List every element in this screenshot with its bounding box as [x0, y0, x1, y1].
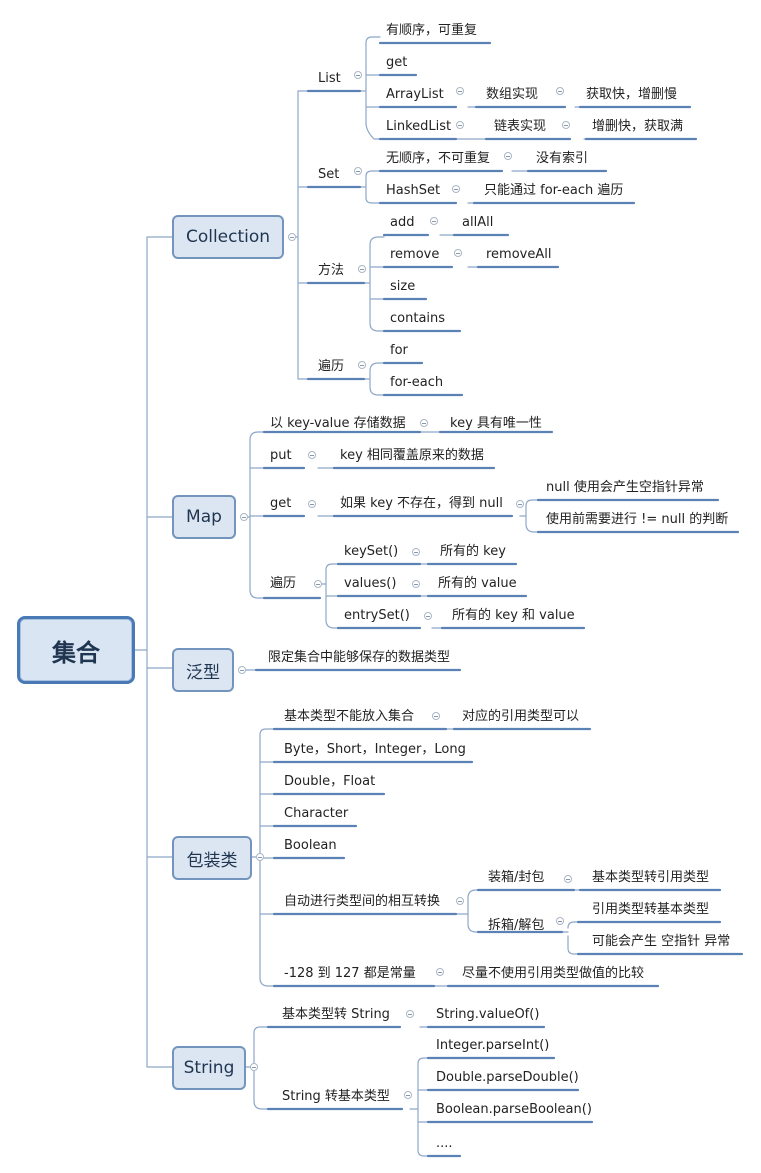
- collapse-toggle-icon[interactable]: [240, 513, 248, 521]
- node-string-valueof[interactable]: String.valueOf(): [436, 1007, 540, 1022]
- node-string-more[interactable]: ....: [436, 1136, 453, 1151]
- node-map-keyset[interactable]: keySet(): [344, 544, 399, 559]
- node-method-contains[interactable]: contains: [390, 311, 446, 326]
- collapse-toggle-icon[interactable]: [456, 897, 464, 905]
- node-set-unordered[interactable]: 无顺序，不可重复: [386, 151, 491, 166]
- collapse-toggle-icon[interactable]: [420, 419, 428, 427]
- node-traverse-foreach[interactable]: for-each: [390, 375, 444, 390]
- node-methods[interactable]: 方法: [318, 263, 345, 278]
- node-wrapper-primitive[interactable]: 基本类型不能放入集合: [284, 709, 415, 724]
- node-set-no-index[interactable]: 没有索引: [536, 151, 589, 166]
- collapse-toggle-icon[interactable]: [358, 361, 366, 369]
- collapse-toggle-icon[interactable]: [308, 451, 316, 459]
- node-arraylist-impl[interactable]: 数组实现: [486, 87, 539, 102]
- node-arraylist-perf[interactable]: 获取快，增删慢: [586, 87, 678, 102]
- topic-wrapper[interactable]: 包装类: [172, 836, 252, 880]
- node-wrapper-compare[interactable]: 尽量不使用引用类型做值的比较: [462, 966, 645, 981]
- node-hashset[interactable]: HashSet: [386, 183, 441, 198]
- node-linkedlist[interactable]: LinkedList: [386, 119, 452, 134]
- node-map-entryset-desc[interactable]: 所有的 key 和 value: [452, 608, 575, 623]
- node-wrapper-reference[interactable]: 对应的引用类型可以: [462, 709, 580, 724]
- node-wrapper-boxing[interactable]: 装箱/封包: [488, 870, 545, 885]
- node-method-removeall[interactable]: removeAll: [486, 247, 552, 262]
- collapse-toggle-icon[interactable]: [454, 249, 462, 257]
- node-map-get-check[interactable]: 使用前需要进行 != null 的判断: [546, 512, 729, 527]
- collapse-toggle-icon[interactable]: [556, 87, 564, 95]
- node-linkedlist-impl[interactable]: 链表实现: [494, 119, 547, 134]
- node-wrapper-boxing-desc[interactable]: 基本类型转引用类型: [592, 870, 710, 885]
- topic-string[interactable]: String: [172, 1046, 246, 1090]
- node-list-get[interactable]: get: [386, 55, 408, 70]
- collapse-toggle-icon[interactable]: [564, 875, 572, 883]
- collapse-toggle-icon[interactable]: [432, 712, 440, 720]
- node-wrapper-boolean[interactable]: Boolean: [284, 838, 337, 853]
- node-map-put[interactable]: put: [270, 448, 292, 463]
- node-traverse[interactable]: 遍历: [318, 359, 345, 374]
- node-wrapper-unboxing-desc[interactable]: 引用类型转基本类型: [592, 902, 710, 917]
- collapse-toggle-icon[interactable]: [412, 548, 420, 556]
- node-map-keyset-desc[interactable]: 所有的 key: [440, 544, 506, 559]
- collapse-toggle-icon[interactable]: [562, 121, 570, 129]
- collapse-toggle-icon[interactable]: [354, 167, 362, 175]
- node-generic-desc[interactable]: 限定集合中能够保存的数据类型: [268, 650, 451, 665]
- collapse-toggle-icon[interactable]: [314, 580, 322, 588]
- collapse-toggle-icon[interactable]: [354, 71, 362, 79]
- node-wrapper-npe[interactable]: 可能会产生 空指针 异常: [592, 934, 731, 949]
- node-map-traverse[interactable]: 遍历: [270, 576, 297, 591]
- node-string-from-primitive[interactable]: 基本类型转 String: [282, 1007, 390, 1022]
- topic-collection[interactable]: Collection: [172, 215, 284, 259]
- node-wrapper-floats[interactable]: Double，Float: [284, 774, 376, 789]
- collapse-toggle-icon[interactable]: [516, 500, 524, 508]
- node-traverse-for[interactable]: for: [390, 343, 408, 358]
- node-string-to-primitive[interactable]: String 转基本类型: [282, 1089, 390, 1104]
- collapse-toggle-icon[interactable]: [424, 612, 432, 620]
- collapse-toggle-icon[interactable]: [436, 968, 444, 976]
- collapse-toggle-icon[interactable]: [404, 1091, 412, 1099]
- node-method-remove[interactable]: remove: [390, 247, 440, 262]
- node-wrapper-unboxing[interactable]: 拆箱/解包: [488, 918, 545, 933]
- node-list-ordered[interactable]: 有顺序，可重复: [386, 23, 478, 38]
- node-method-add[interactable]: add: [390, 215, 415, 230]
- collapse-toggle-icon[interactable]: [412, 580, 420, 588]
- node-map-entryset[interactable]: entrySet(): [344, 608, 410, 623]
- node-string-parseboolean[interactable]: Boolean.parseBoolean(): [436, 1102, 592, 1117]
- node-string-parseint[interactable]: Integer.parseInt(): [436, 1038, 550, 1053]
- node-map-kv[interactable]: 以 key-value 存储数据: [270, 416, 406, 431]
- topic-map[interactable]: Map: [172, 495, 236, 539]
- node-map-key-unique[interactable]: key 具有唯一性: [450, 416, 542, 431]
- collapse-toggle-icon[interactable]: [504, 152, 512, 160]
- collapse-toggle-icon[interactable]: [452, 185, 460, 193]
- node-map-get-desc[interactable]: 如果 key 不存在，得到 null: [340, 496, 503, 511]
- node-map-put-desc[interactable]: key 相同覆盖原来的数据: [340, 448, 484, 463]
- node-arraylist[interactable]: ArrayList: [386, 87, 444, 102]
- node-wrapper-character[interactable]: Character: [284, 806, 349, 821]
- collapse-toggle-icon[interactable]: [456, 87, 464, 95]
- collapse-toggle-icon[interactable]: [288, 233, 296, 241]
- node-wrapper-autobox[interactable]: 自动进行类型间的相互转换: [284, 894, 441, 909]
- collapse-toggle-icon[interactable]: [250, 1063, 258, 1071]
- node-map-values[interactable]: values(): [344, 576, 397, 591]
- node-wrapper-cache[interactable]: -128 到 127 都是常量: [284, 966, 416, 981]
- collapse-toggle-icon[interactable]: [308, 500, 316, 508]
- node-method-allall[interactable]: allAll: [462, 215, 494, 230]
- collapse-toggle-icon[interactable]: [238, 666, 246, 674]
- collapse-toggle-icon[interactable]: [556, 917, 564, 925]
- topic-generic[interactable]: 泛型: [172, 648, 234, 692]
- node-set[interactable]: Set: [318, 167, 340, 182]
- node-map-get[interactable]: get: [270, 496, 292, 511]
- collapse-toggle-icon[interactable]: [456, 121, 464, 129]
- node-map-get-null[interactable]: null 使用会产生空指针异常: [546, 480, 704, 495]
- node-hashset-foreach[interactable]: 只能通过 for-each 遍历: [484, 183, 624, 198]
- node-list[interactable]: List: [318, 71, 341, 86]
- node-map-values-desc[interactable]: 所有的 value: [438, 576, 517, 591]
- node-wrapper-integers[interactable]: Byte，Short，Integer，Long: [284, 742, 466, 757]
- root-topic[interactable]: 集合: [17, 616, 135, 684]
- collapse-toggle-icon[interactable]: [406, 1010, 414, 1018]
- collapse-toggle-icon[interactable]: [430, 217, 438, 225]
- node-linkedlist-perf[interactable]: 增删快，获取满: [592, 119, 684, 134]
- collapse-toggle-icon[interactable]: [256, 853, 264, 861]
- node-string-parsedouble[interactable]: Double.parseDouble(): [436, 1070, 579, 1085]
- node-method-size[interactable]: size: [390, 279, 416, 294]
- collapse-toggle-icon[interactable]: [358, 265, 366, 273]
